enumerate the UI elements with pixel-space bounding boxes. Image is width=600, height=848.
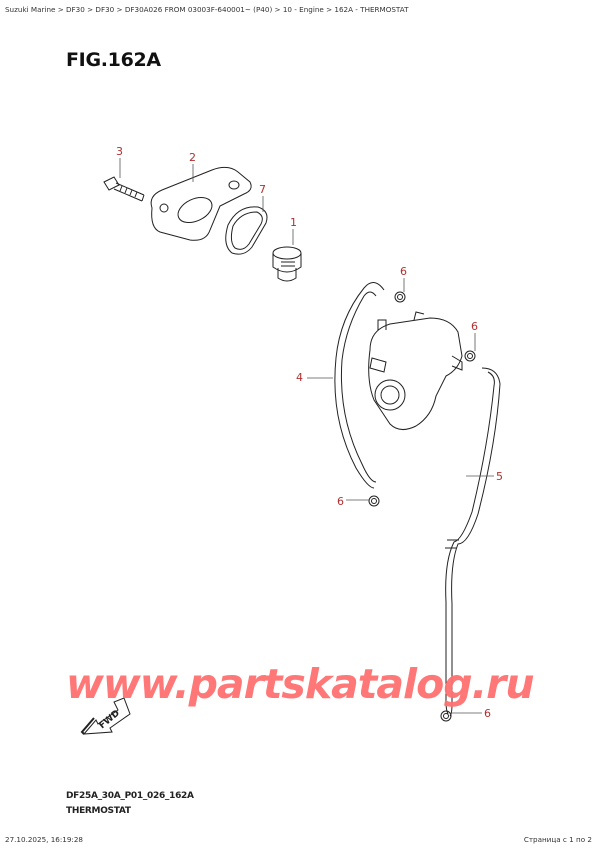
- part-hose-lower[interactable]: [445, 367, 501, 717]
- callout-labels: 3 2 7 1 6 6 4 5 6 6: [116, 145, 503, 720]
- part-gasket[interactable]: [225, 206, 268, 255]
- part-clamp[interactable]: [464, 350, 476, 362]
- leader-lines: [119, 158, 494, 714]
- callout-2: 2: [189, 151, 196, 164]
- callout-3: 3: [116, 145, 123, 158]
- figure-title: FIG.162A: [66, 49, 161, 71]
- callout-5: 5: [496, 470, 503, 483]
- watermark: www.partskatalog.ru: [66, 660, 535, 708]
- callout-6: 6: [471, 320, 478, 333]
- part-thermostat[interactable]: [272, 246, 302, 282]
- part-clamp[interactable]: [440, 710, 452, 722]
- callout-4: 4: [296, 371, 303, 384]
- part-water-housing[interactable]: [368, 311, 463, 430]
- drawing-title: THERMOSTAT: [66, 806, 131, 816]
- callout-6: 6: [400, 265, 407, 278]
- part-clamp[interactable]: [394, 291, 406, 303]
- callout-6: 6: [337, 495, 344, 508]
- page-indicator: Страница с 1 по 2: [523, 835, 592, 844]
- callout-1: 1: [290, 216, 297, 229]
- breadcrumb: Suzuki Marine > DF30 > DF30 > DF30A026 F…: [5, 5, 409, 14]
- part-hose-upper[interactable]: [334, 282, 385, 489]
- part-clamp[interactable]: [368, 495, 380, 507]
- callout-6: 6: [484, 707, 491, 720]
- part-thermostat-cover[interactable]: [150, 166, 252, 241]
- part-bolt[interactable]: [103, 176, 145, 202]
- drawing-code: DF25A_30A_P01_026_162A: [66, 791, 194, 801]
- callout-7: 7: [259, 183, 266, 196]
- print-datetime: 27.10.2025, 16:19:28: [5, 835, 84, 844]
